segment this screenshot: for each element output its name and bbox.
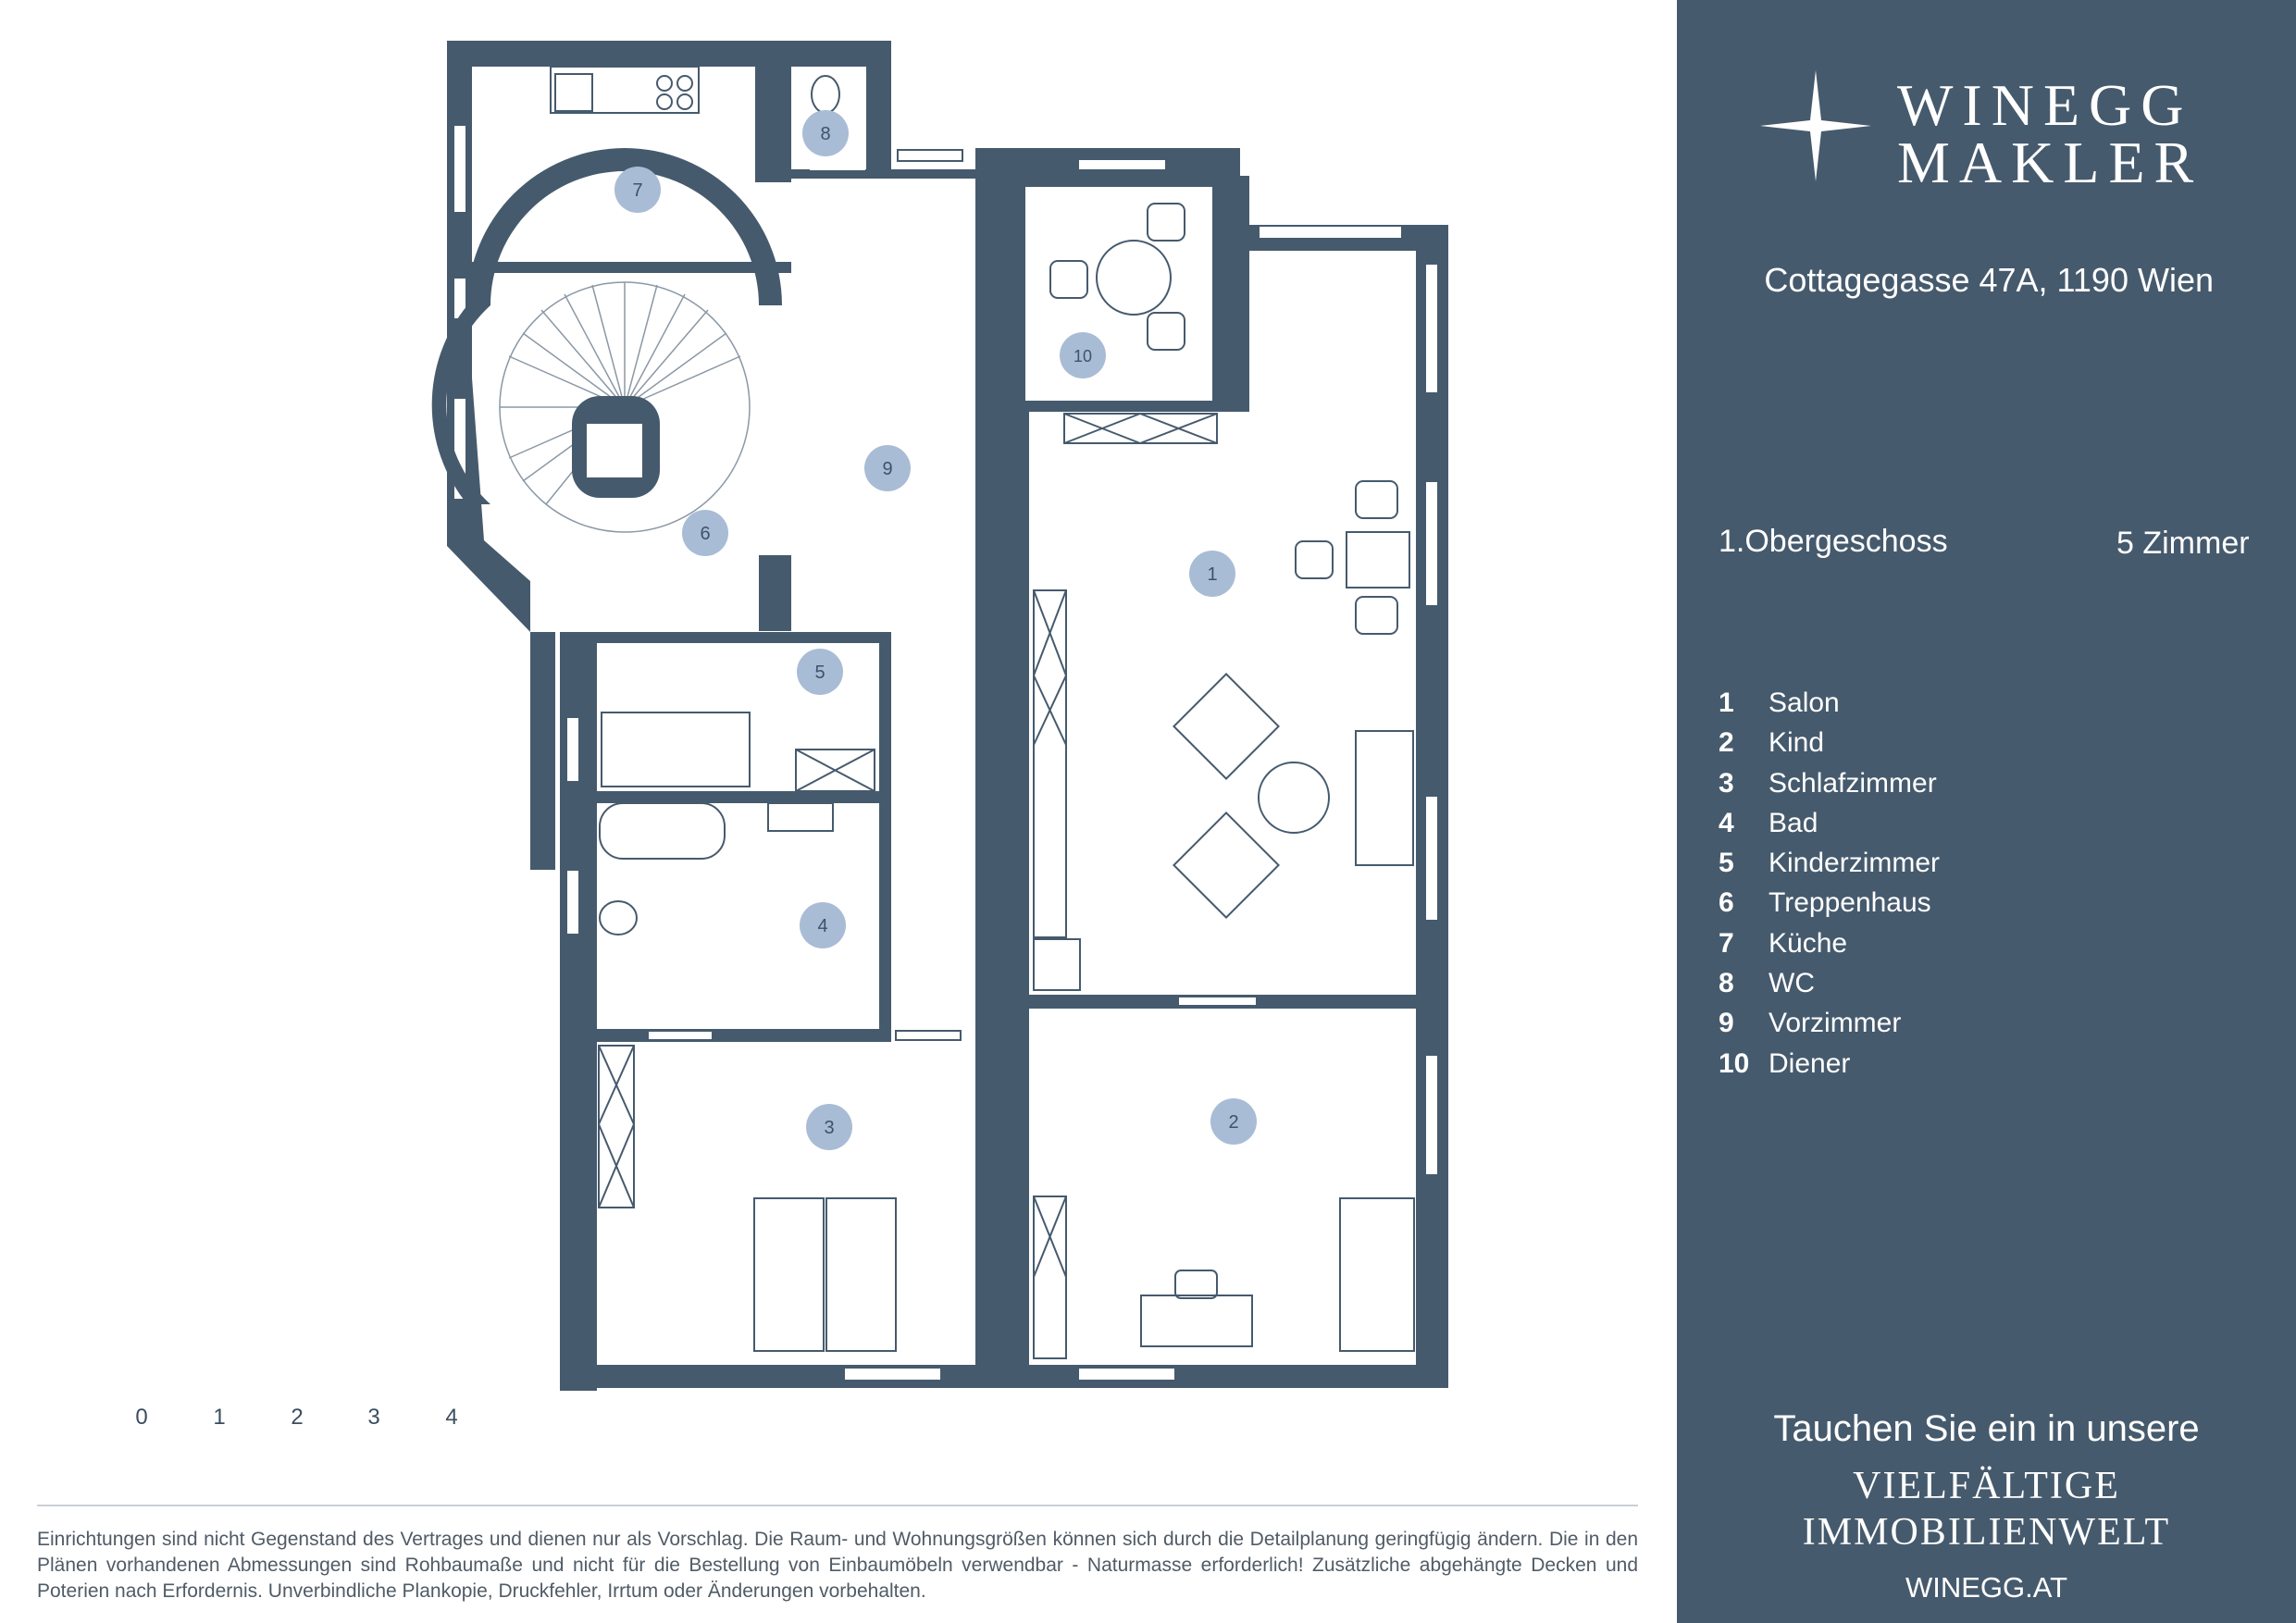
tagline-emphasis-1: VIELFÄLTIGE bbox=[1853, 1465, 2120, 1507]
tagline: Tauchen Sie ein in unsere bbox=[1773, 1408, 2200, 1449]
room-marker-number: 10 bbox=[1074, 347, 1092, 365]
compass-star-icon bbox=[1760, 70, 1871, 181]
scale-tick-0: 0 bbox=[135, 1405, 148, 1430]
room-marker-circle bbox=[797, 649, 843, 695]
room-marker-number: 6 bbox=[700, 524, 710, 544]
room-marker-number: 8 bbox=[820, 124, 830, 144]
room-marker-circle bbox=[802, 110, 849, 156]
room-marker-number: 1 bbox=[1207, 564, 1217, 585]
scale-tick-1: 1 bbox=[213, 1405, 226, 1430]
room-marker-circle bbox=[682, 510, 728, 556]
room-marker-number: 3 bbox=[824, 1118, 834, 1138]
room-marker-number: 7 bbox=[632, 180, 642, 201]
room-marker-circle bbox=[806, 1104, 852, 1150]
room-marker-circle bbox=[1210, 1098, 1257, 1145]
room-marker-circle bbox=[800, 902, 846, 948]
room-marker-circle bbox=[864, 445, 911, 491]
room-marker-number: 9 bbox=[882, 459, 892, 479]
divider bbox=[37, 1505, 1638, 1506]
room-marker-number: 5 bbox=[814, 663, 825, 683]
address: Cottagegasse 47A, 1190 Wien bbox=[1764, 261, 2214, 299]
staircase bbox=[431, 148, 782, 533]
furniture bbox=[550, 66, 1415, 1359]
brand-line-2: MAKLER bbox=[1897, 130, 2203, 195]
brand-line-1: WINEGG bbox=[1897, 72, 2193, 138]
room-floors bbox=[483, 67, 1416, 1365]
scale-tick-4: 4 bbox=[445, 1405, 458, 1430]
room-marker-number: 2 bbox=[1228, 1112, 1238, 1133]
website-link[interactable]: WINEGG.AT bbox=[1905, 1571, 2068, 1604]
room-count: 5 Zimmer bbox=[2116, 526, 2250, 561]
room-marker-circle bbox=[614, 167, 661, 213]
disclaimer-text: Einrichtungen sind nicht Gegenstand des … bbox=[37, 1529, 1638, 1602]
room-marker-circle bbox=[1189, 551, 1235, 597]
info-panel: WINEGG MAKLER Cottagegasse 47A, 1190 Wie… bbox=[1677, 0, 2296, 1623]
scale-tick-2: 2 bbox=[291, 1405, 304, 1430]
floor-label: 1.Obergeschoss bbox=[1719, 524, 1948, 559]
scale-tick-3: 3 bbox=[367, 1405, 380, 1430]
room-marker-circle bbox=[1060, 332, 1106, 378]
room-markers: 1 2 3 4 5 6 7 8 9 10 bbox=[614, 110, 1257, 1150]
room-marker-number: 4 bbox=[817, 916, 827, 936]
floor-plan: 1 2 3 4 5 6 7 8 9 10 bbox=[431, 41, 1448, 1391]
tagline-emphasis-2: IMMOBILIENWELT bbox=[1802, 1511, 2171, 1554]
